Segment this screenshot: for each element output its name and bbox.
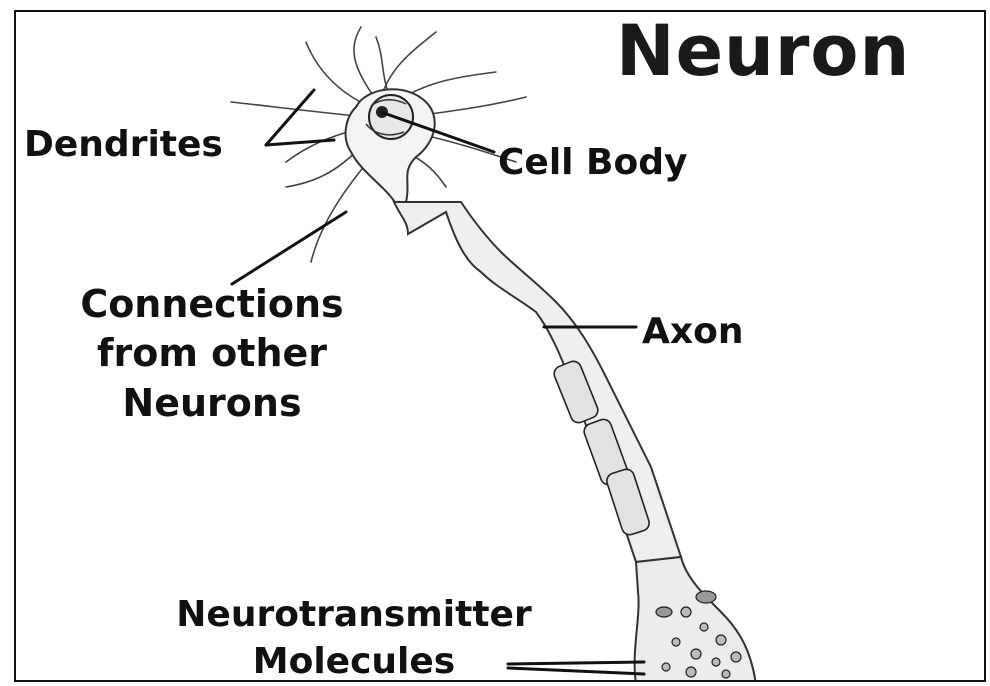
label-connections: Connections from other Neurons — [32, 280, 392, 428]
label-cell-body: Cell Body — [498, 142, 687, 183]
page-title: Neuron — [616, 16, 910, 86]
label-dendrites: Dendrites — [24, 124, 223, 165]
axon-terminal — [635, 557, 756, 682]
label-neurotransmitter-molecules: Neurotransmitter Molecules — [124, 592, 584, 682]
label-axon: Axon — [642, 311, 743, 352]
diagram-frame: Neuron Dendrites Cell Body Connections f… — [14, 10, 986, 682]
